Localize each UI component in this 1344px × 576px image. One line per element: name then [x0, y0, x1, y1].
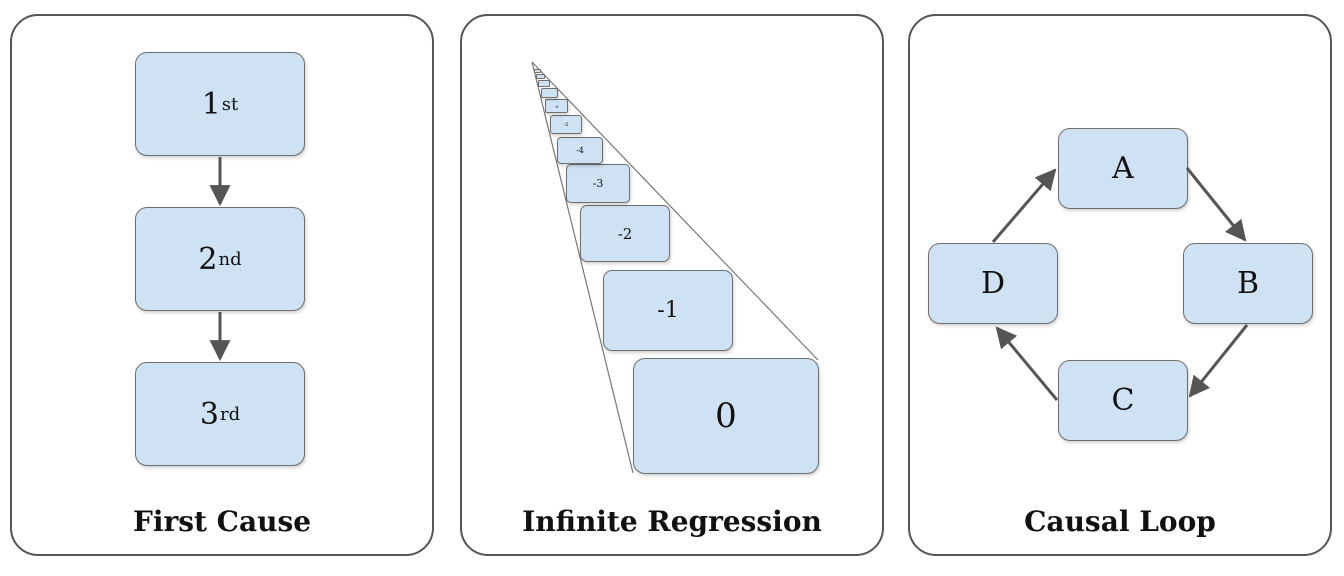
- panel-title: Infinite Regression: [522, 505, 822, 538]
- regression-node-receding: [538, 80, 550, 87]
- node-label: 3: [199, 396, 219, 432]
- regression-node-minus-4: -4: [557, 137, 603, 164]
- node-ordinal-suffix: rd: [219, 403, 241, 425]
- loop-node-b: B: [1183, 243, 1313, 324]
- node-label: C: [1111, 383, 1135, 418]
- regression-node-minus-6: -6: [545, 99, 568, 113]
- node-label: B: [1236, 266, 1260, 301]
- regression-node-minus-2: -2: [580, 205, 670, 262]
- node-ordinal-suffix: nd: [218, 248, 242, 270]
- regression-node-minus-3: -3: [566, 164, 630, 203]
- panel-title: First Cause: [132, 505, 312, 538]
- node-label: 1: [201, 86, 221, 122]
- node-ordinal-suffix: st: [221, 93, 239, 115]
- loop-node-c: C: [1058, 360, 1188, 441]
- node-label: -3: [592, 177, 604, 190]
- node-label: -1: [657, 298, 679, 323]
- node-label: -5: [563, 121, 569, 128]
- panel-title: Causal Loop: [1024, 505, 1216, 538]
- regression-node-0: 0: [633, 358, 819, 474]
- node-label: -6: [554, 103, 559, 109]
- node-label: 2: [198, 241, 218, 277]
- node-label: -2: [617, 224, 633, 243]
- regression-node-receding: [541, 88, 558, 98]
- loop-node-a: A: [1058, 128, 1188, 209]
- node-label: -4: [576, 146, 584, 155]
- node-label: A: [1112, 151, 1134, 186]
- node-label: 0: [715, 396, 737, 436]
- regression-node-minus-5: -5: [550, 115, 582, 134]
- regression-node-receding: [536, 74, 545, 79]
- loop-node-d: D: [928, 243, 1058, 324]
- regression-node-minus-1: -1: [603, 270, 733, 351]
- regression-node-receding: [534, 69, 541, 73]
- node-label: D: [980, 266, 1006, 301]
